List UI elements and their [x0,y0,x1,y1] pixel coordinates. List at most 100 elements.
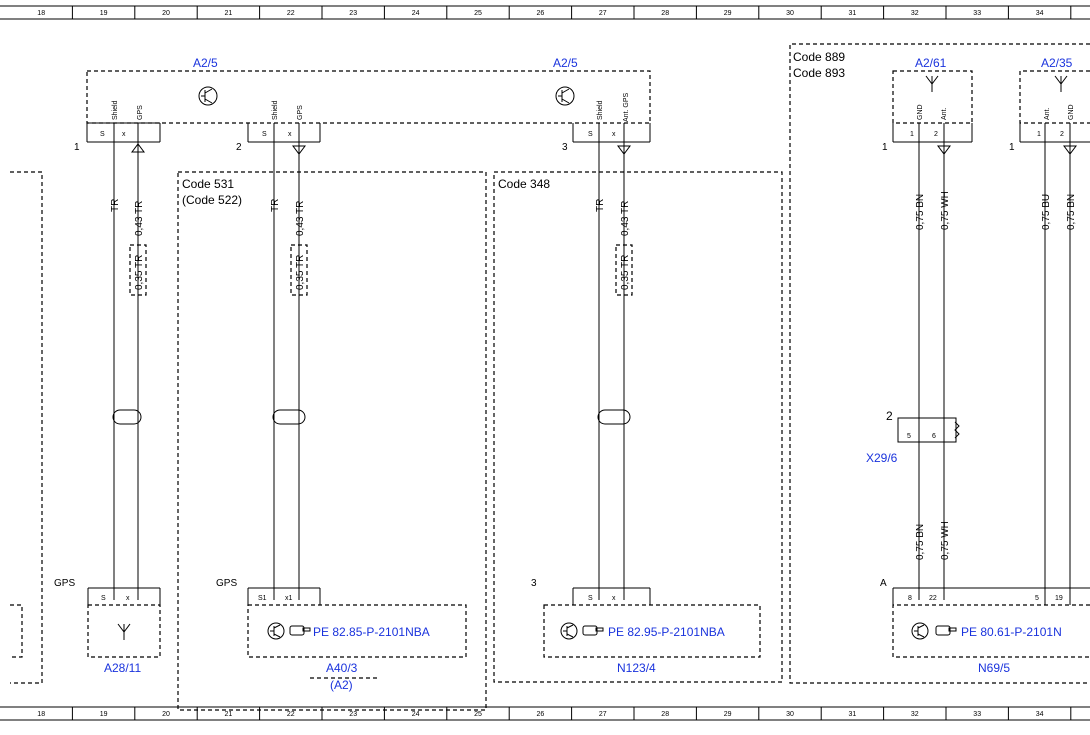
pin-name-shield: Shield [272,100,279,120]
pin-s: S [588,595,593,602]
wire-label-043-tr: 0,43 TR [295,201,306,236]
ruler-cell-number: 22 [287,10,295,17]
ruler-cell-number: 20 [162,10,170,17]
antenna-icon [117,623,131,640]
pin-name-ant: Ant. [941,107,948,120]
wire-label-tr: TR [270,199,281,212]
pe-82-85-link[interactable]: PE 82.85-P-2101NBA [313,625,430,639]
hand-pointer-icon [935,625,957,636]
wire-label-075-bn: 0,75 BN [915,194,926,230]
ground-arrow-icon [937,145,951,155]
ruler-cell-number: 25 [474,711,482,718]
n69-5-link[interactable]: N69/5 [978,661,1010,675]
wire-label-075-bn: 0,75 BN [915,524,926,560]
pin-s: S [101,595,106,602]
a2-5-right-link[interactable]: A2/5 [553,56,578,70]
transistor-icon [911,622,929,640]
pe-82-95-link[interactable]: PE 82.95-P-2101NBA [608,625,725,639]
pin-5: 5 [1035,595,1039,602]
connector-2-label: 2 [236,142,242,153]
pin-name-shield: Shield [112,100,119,120]
ruler-cell-number: 31 [849,10,857,17]
pin-5: 5 [907,433,911,440]
pin-2: 2 [1060,131,1064,138]
wire-group-a28 [112,123,147,600]
ruler-cell-number: 26 [537,10,545,17]
pin-8: 8 [908,595,912,602]
n69-5-box [892,587,1090,658]
a40-3-link[interactable]: A40/3 [326,661,358,675]
antenna-icon [925,75,939,92]
ruler-cell-number: 29 [724,711,732,718]
a2-5-left-link[interactable]: A2/5 [193,56,218,70]
transistor-icon [267,622,285,640]
connector-a-label: A [880,578,887,589]
bottom-ruler [0,706,1090,721]
pe-80-61-link[interactable]: PE 80.61-P-2101N [961,625,1062,639]
ruler-cell-number: 34 [1036,10,1044,17]
ruler-cell-number: 34 [1036,711,1044,718]
ruler-cell-number: 30 [786,711,794,718]
pin-name-gnd: GND [1068,104,1075,120]
pin-x: x [126,595,130,602]
ruler-cell-number: 28 [661,10,669,17]
n123-4-link[interactable]: N123/4 [617,661,656,675]
ruler-cell-number: 19 [100,711,108,718]
shield-sleeve-icon [272,409,306,425]
shield-sleeve-icon [112,409,142,425]
wire-group-a2-35 [1044,123,1077,600]
ruler-cell-number: 24 [412,10,420,17]
ground-arrow-icon [617,145,631,155]
pin-19: 19 [1055,595,1063,602]
connector-1-label: 1 [1009,142,1015,153]
ruler-cell-number: 29 [724,10,732,17]
ground-arrow-icon [131,143,145,153]
ground-arrow-icon [292,145,306,155]
pin-1: 1 [910,131,914,138]
code-889-label: Code 889 [793,50,845,64]
a2-35-link[interactable]: A2/35 [1041,56,1073,70]
wire-label-043-tr: 0,43 TR [134,201,145,236]
pin-s: S [100,131,105,138]
pin-22: 22 [929,595,937,602]
pin-name-gps: GPS [137,105,144,120]
wire-label-075-wh: 0,75 WH [940,521,951,560]
x29-6-connector [897,417,960,443]
ruler-cell-number: 18 [37,10,45,17]
transistor-icon [560,622,578,640]
ruler-cell-number: 21 [225,711,233,718]
ground-arrow-icon [1063,145,1077,155]
code-531-label: Code 531 [182,177,234,191]
gps-connector-label: GPS [54,578,75,589]
ruler-cell-number: 33 [973,10,981,17]
wire-group-n69 [918,123,951,600]
x29-6-link[interactable]: X29/6 [866,451,898,465]
a28-11-box [87,587,161,658]
ruler-cell-number: 27 [599,10,607,17]
a28-11-link[interactable]: A28/11 [104,661,141,675]
n123-4-box [543,587,761,658]
wire-label-035-tr: 0,35 TR [620,255,631,290]
pin-1: 1 [1037,131,1041,138]
ruler-cell-number: 20 [162,711,170,718]
ruler-cell-number: 32 [911,711,919,718]
shield-sleeve-icon [597,409,631,425]
pin-x: x [288,131,292,138]
ruler-cell-number: 30 [786,10,794,17]
wire-label-075-bn: 0,75 BN [1066,194,1077,230]
wire-label-tr: TR [595,199,606,212]
ruler-cell-number: 24 [412,711,420,718]
code-region-left [10,171,43,684]
wire-group-n123 [597,123,633,600]
hand-pointer-icon [582,625,604,636]
left-partial-box [10,604,23,658]
code-region-531 [177,171,487,711]
pin-s: S [262,131,267,138]
wire-label-tr: TR [110,199,121,212]
ruler-cell-number: 25 [474,10,482,17]
a2-paren-link[interactable]: (A2) [330,678,353,692]
a2-61-link[interactable]: A2/61 [915,56,947,70]
